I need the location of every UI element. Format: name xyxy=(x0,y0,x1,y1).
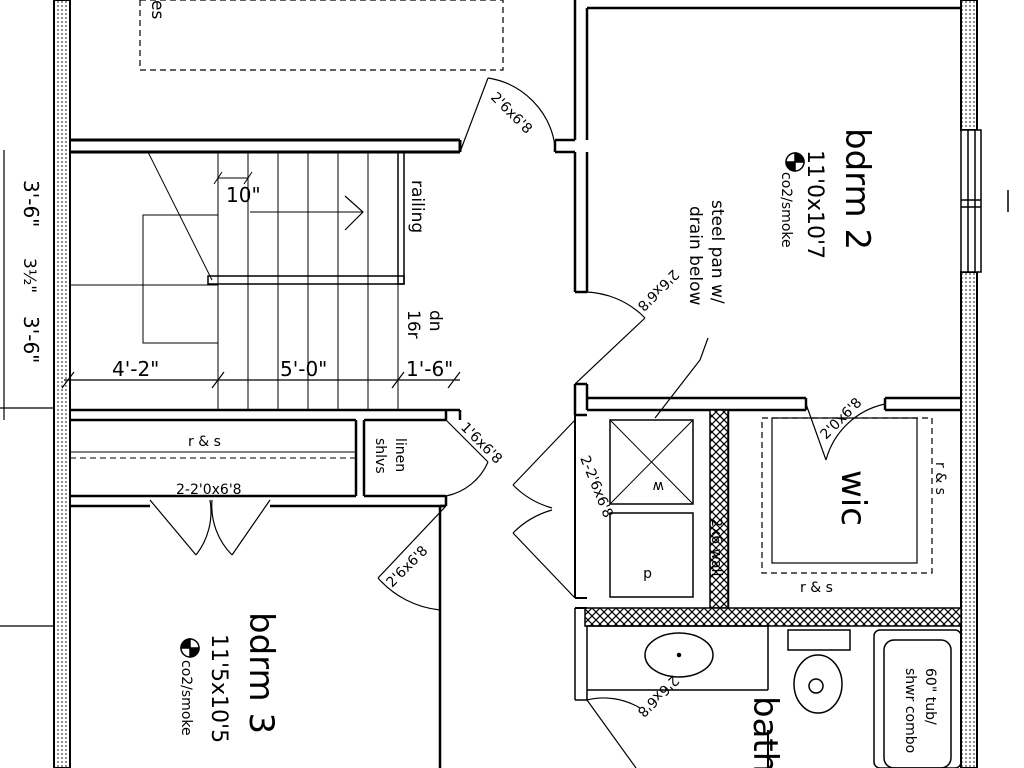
shower-combo-label: shwr combo xyxy=(902,668,918,753)
detector-label: co2/smoke xyxy=(178,660,194,736)
room-name: bdrm 3 xyxy=(241,612,281,734)
railing-label: railing xyxy=(407,180,427,233)
room-size: 11'5x10'5 xyxy=(206,634,231,743)
hall-closet xyxy=(70,408,462,768)
tub-label: 60" tub/ xyxy=(922,668,938,725)
dimension-label: 3½" xyxy=(19,258,39,293)
bath-fixtures xyxy=(574,608,962,768)
stair-dn-label: dn xyxy=(425,310,445,332)
dimension-label: 1'-6" xyxy=(406,357,453,381)
left-dimension-line xyxy=(0,150,54,627)
smoke-detector-icon xyxy=(180,638,200,658)
drain-below-label: drain below xyxy=(685,206,705,305)
door-label: 2'6x6'8 xyxy=(634,266,682,314)
dimension-label: 3'-6" xyxy=(19,316,43,363)
room-size: 11'0x10'7 xyxy=(802,150,827,259)
door-label: 2-2'0x6'8 xyxy=(176,482,242,498)
top-room-partial xyxy=(69,0,504,154)
door-label: 2'6x6'8 xyxy=(384,543,432,591)
room-bath: bath xyxy=(745,696,785,768)
staircase xyxy=(70,151,405,410)
wic-rs-bottom-label: r & s xyxy=(800,580,833,596)
smoke-detector-icon xyxy=(785,152,805,172)
dimension-labels: 4'-2" 5'-0" 1'-6" 3'-6" 3½" 3'-6" xyxy=(19,180,453,381)
shelves-label: shlvs xyxy=(372,438,388,474)
partial-room-label: es xyxy=(147,0,167,19)
washer-label: w xyxy=(653,478,664,494)
door-label: 2'0x6'8 xyxy=(818,395,866,443)
detector-label: co2/smoke xyxy=(778,172,794,248)
room-wic: wic xyxy=(833,470,873,526)
steel-pan-label: steel pan w/ xyxy=(707,200,727,304)
wic-rs-right-label: r & s xyxy=(932,462,948,495)
stair-risers-label: 16r xyxy=(403,310,423,339)
wic-walls xyxy=(587,396,961,608)
left-exterior-wall xyxy=(53,0,71,768)
dimension-label: 4'-2" xyxy=(112,357,159,381)
room-bdrm3: bdrm 3 11'5x10'5 co2/smoke xyxy=(178,612,281,743)
right-exterior-wall xyxy=(960,0,1009,768)
laundry-closet xyxy=(574,337,709,609)
dimension-label: 3'-6" xyxy=(19,180,43,227)
stair-dimension-line xyxy=(61,371,461,389)
door-label: 1'6x6'8 xyxy=(457,420,505,468)
dimension-label: 5'-0" xyxy=(280,357,327,381)
tread-dimension: 10" xyxy=(226,183,261,207)
dryer-label: d xyxy=(643,566,652,582)
room-name: bdrm 2 xyxy=(837,128,877,250)
wall-2x6-label: 2x6 wall xyxy=(708,518,724,576)
wic-shelves xyxy=(761,417,933,574)
wall-2x6 xyxy=(584,409,962,627)
linen-label: linen xyxy=(392,438,408,472)
hall-rs-label: r & s xyxy=(188,434,221,450)
door-label: 2'6x6'8 xyxy=(634,672,682,720)
room-bdrm2: bdrm 2 11'0x10'7 co2/smoke xyxy=(778,128,877,259)
door-swings xyxy=(149,77,886,768)
hall-walls xyxy=(553,0,961,417)
